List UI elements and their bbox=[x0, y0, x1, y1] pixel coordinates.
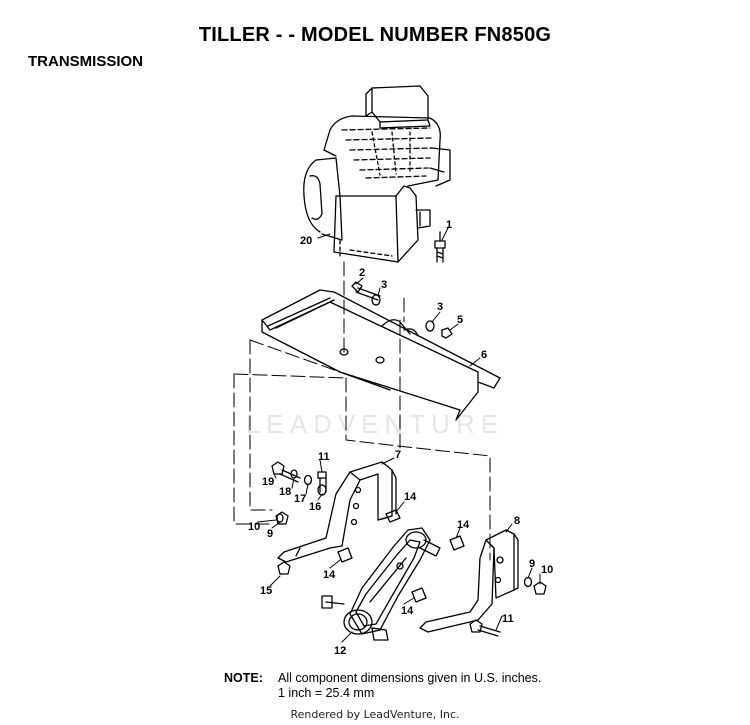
bolt-part-2 bbox=[351, 281, 381, 301]
callout-20: 20 bbox=[300, 235, 312, 247]
shield-part-6 bbox=[261, 289, 501, 421]
washer-part-3a bbox=[371, 294, 381, 306]
chain-case-part-12 bbox=[321, 527, 441, 641]
hardware-right-group bbox=[469, 576, 547, 637]
callout-9b: 9 bbox=[529, 558, 535, 570]
leader-lines bbox=[257, 227, 541, 643]
callout-10a: 10 bbox=[248, 521, 260, 533]
callout-14a: 14 bbox=[404, 491, 417, 503]
footer-credit: Rendered by LeadVenture, Inc. bbox=[290, 708, 460, 721]
note-line-2: 1 inch = 25.4 mm bbox=[278, 686, 375, 700]
callout-17: 17 bbox=[294, 493, 306, 505]
phantom-lines bbox=[233, 261, 491, 561]
callout-10b: 10 bbox=[541, 564, 553, 576]
section-title: TRANSMISSION bbox=[28, 53, 144, 70]
callout-3a: 3 bbox=[381, 279, 387, 291]
callout-2: 2 bbox=[359, 267, 365, 279]
bracket-part-7 bbox=[277, 461, 397, 563]
nut-part-5 bbox=[441, 327, 453, 339]
callout-1: 1 bbox=[446, 219, 452, 231]
note-label: NOTE: bbox=[224, 671, 263, 685]
callout-11b: 11 bbox=[502, 613, 514, 625]
spacer-parts-14 bbox=[337, 509, 465, 603]
bracket-part-8 bbox=[419, 529, 519, 633]
note-line-1: All component dimensions given in U.S. i… bbox=[278, 671, 542, 685]
engine-drawing bbox=[303, 85, 451, 263]
callout-18: 18 bbox=[279, 486, 291, 498]
callout-11a: 11 bbox=[318, 451, 330, 463]
callout-19: 19 bbox=[262, 476, 274, 488]
callout-3b: 3 bbox=[437, 301, 443, 313]
bolt-part-1 bbox=[434, 231, 446, 263]
callout-5: 5 bbox=[457, 314, 463, 326]
page-title: TILLER - - MODEL NUMBER FN850G bbox=[198, 24, 552, 46]
callout-14c: 14 bbox=[323, 569, 336, 581]
callout-14b: 14 bbox=[457, 519, 470, 531]
callout-15: 15 bbox=[260, 585, 272, 597]
watermark: LEADVENTURE bbox=[245, 409, 505, 439]
callout-16: 16 bbox=[309, 501, 321, 513]
callout-9a: 9 bbox=[267, 528, 273, 540]
callout-8: 8 bbox=[514, 515, 520, 527]
callout-14d: 14 bbox=[401, 605, 414, 617]
callout-6: 6 bbox=[481, 349, 487, 361]
washer-part-3b bbox=[425, 320, 435, 332]
callout-7: 7 bbox=[395, 449, 401, 461]
note-block: NOTE: All component dimensions given in U… bbox=[224, 671, 541, 700]
callout-12: 12 bbox=[334, 645, 346, 657]
